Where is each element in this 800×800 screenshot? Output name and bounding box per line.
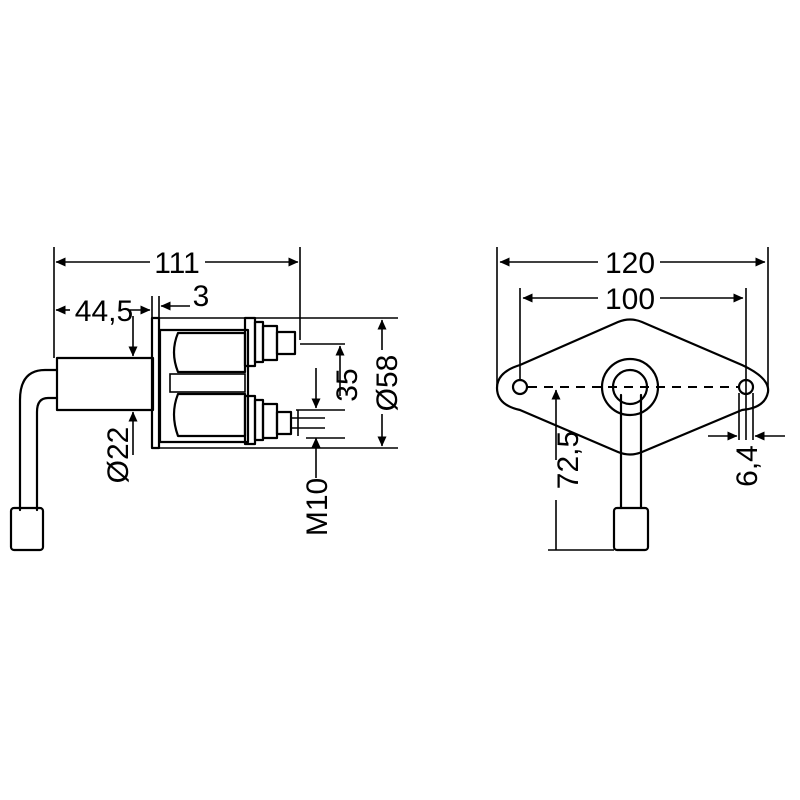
dim-key-length: 72,5: [551, 389, 585, 550]
dim-shaft-diameter: Ø22: [102, 316, 138, 484]
dim-shaft-length-label: 44,5: [75, 295, 133, 328]
dim-plate-thickness: 3: [158, 280, 210, 318]
dim-hole-diameter: 6,4: [708, 431, 785, 487]
dim-shaft-diameter-label: Ø22: [102, 427, 135, 484]
dim-key-length-label: 72,5: [552, 431, 585, 489]
dim-plate-width-label: 120: [605, 247, 655, 280]
terminal-lower: [243, 394, 325, 446]
mounting-plate-front: [495, 318, 770, 456]
dim-hole-spacing-label: 100: [605, 283, 655, 316]
dim-shaft-length: 44,5: [55, 295, 153, 328]
key-front: [600, 357, 660, 552]
side-view: 111 44,5 3 Ø22 35: [9, 247, 404, 552]
terminal-upper: [243, 316, 297, 368]
dim-body-diameter-label: Ø58: [371, 355, 404, 412]
dim-hole-spacing: 100: [522, 283, 744, 316]
dim-plate-width: 120: [499, 247, 766, 280]
key-handle: [9, 368, 59, 552]
dim-thread: M10: [301, 437, 334, 536]
dim-overall-length: 111: [55, 247, 299, 280]
dim-body-diameter: Ø58: [371, 319, 404, 447]
dim-terminal-spacing: 35: [311, 345, 364, 409]
switch-body: [158, 328, 250, 444]
dim-hole-diameter-label: 6,4: [731, 445, 764, 487]
shaft: [55, 356, 155, 412]
front-view: 120 100 72,5 6,4: [495, 247, 785, 552]
dim-thread-label: M10: [301, 478, 334, 536]
dim-plate-thickness-label: 3: [193, 280, 210, 313]
dim-overall-length-label: 111: [154, 247, 200, 280]
mounting-hole-left: [511, 378, 529, 396]
dim-terminal-spacing-label: 35: [331, 368, 364, 401]
